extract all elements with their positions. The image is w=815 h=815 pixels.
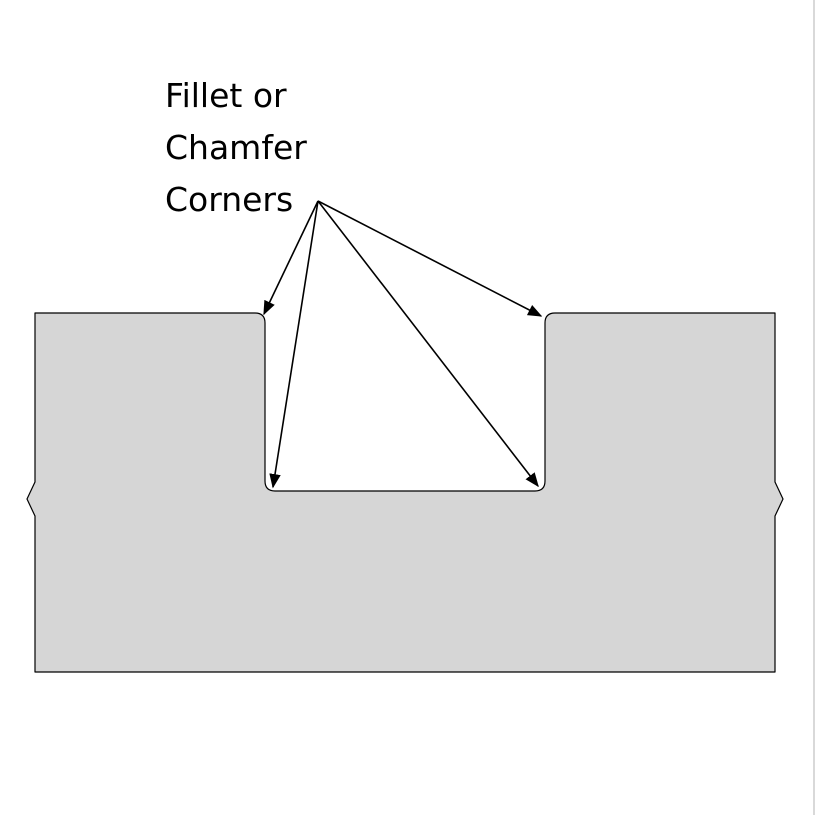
callout-label-line-3: Corners [165,180,294,219]
arrow-bottom-right-corner [317,200,539,488]
callout-label-line-2: Chamfer [165,128,307,167]
arrow-bottom-left-corner [269,200,319,489]
callout-label-line-1: Fillet or [165,76,287,115]
arrow-top-right-corner [317,200,543,317]
callout-label: Fillet or Chamfer Corners [165,70,307,226]
slotted-part-body [26,312,784,673]
arrow-top-left-corner [263,200,319,316]
frame-edge [813,0,815,815]
